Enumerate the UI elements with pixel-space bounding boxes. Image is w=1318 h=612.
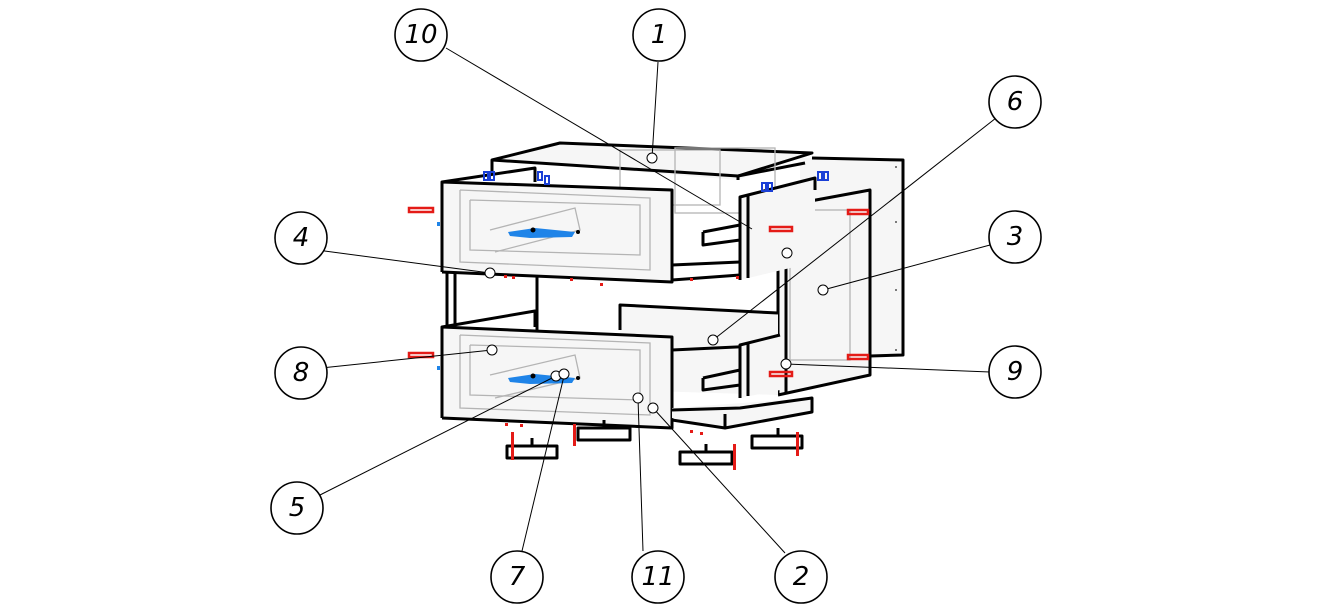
- callout-4: 4: [274, 211, 328, 265]
- upper-drawer: [440, 166, 817, 284]
- leader-anchors: [484, 152, 829, 414]
- callout-label: 10: [404, 20, 437, 50]
- callout-8: 8: [274, 346, 328, 400]
- callout-label: 5: [289, 493, 306, 523]
- callout-6: 6: [988, 75, 1042, 129]
- leader-lines: [301, 47, 997, 554]
- callout-11: 11: [631, 550, 685, 604]
- callout-label: 3: [1007, 222, 1024, 252]
- callout-label: 1: [651, 20, 668, 50]
- clips: [483, 171, 829, 192]
- callout-label: 11: [641, 562, 674, 592]
- callout-10: 10: [394, 8, 448, 62]
- callout-label: 6: [1007, 87, 1024, 117]
- bottom-panel: [671, 396, 814, 430]
- feet: [505, 420, 804, 466]
- callout-1: 1: [632, 8, 686, 62]
- lower-drawer: [440, 309, 781, 430]
- callout-label: 7: [509, 562, 526, 592]
- callout-label: 4: [293, 223, 310, 253]
- left-side-panel: [445, 272, 539, 330]
- callout-label: 2: [793, 562, 810, 592]
- callout-label: 8: [293, 358, 310, 388]
- callout-9: 9: [988, 345, 1042, 399]
- callout-label: 9: [1007, 357, 1024, 387]
- callout-3: 3: [988, 210, 1042, 264]
- callout-5: 5: [270, 481, 324, 535]
- fasteners: [407, 206, 870, 470]
- callout-2: 2: [774, 550, 828, 604]
- callout-7: 7: [490, 550, 544, 604]
